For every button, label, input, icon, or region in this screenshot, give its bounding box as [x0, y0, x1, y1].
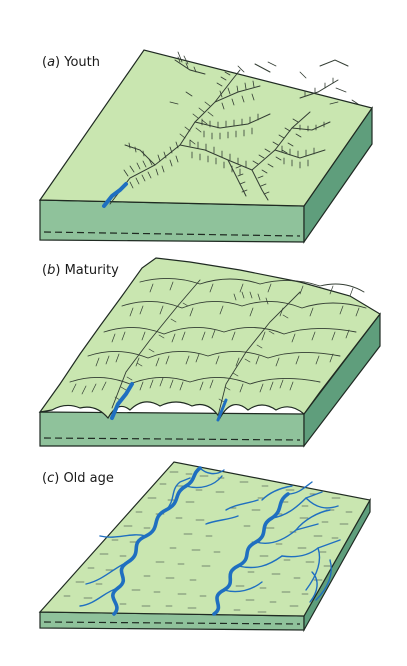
maturity-stream-left [110, 382, 134, 420]
maturity-block-front [39, 411, 305, 447]
maturity-dashed-stratum [43, 437, 301, 441]
youth-dashed-stratum [43, 231, 301, 237]
panel-youth: (a) Youth [38, 49, 373, 244]
panel-old-age-label: (c) Old age [42, 471, 114, 486]
youth-block-top [38, 49, 373, 207]
youth-valley-network [109, 51, 359, 205]
panel-maturity: (b) Maturity [38, 257, 381, 448]
maturity-ridges [69, 278, 367, 417]
maturity-block-top [38, 257, 381, 420]
panel-youth-label: (a) Youth [42, 55, 100, 70]
old-age-rivers [79, 466, 341, 616]
panel-old-age: (c) Old age [38, 461, 371, 633]
old-age-floodplain-texture [63, 471, 353, 613]
old-age-dashed-stratum [43, 621, 301, 625]
maturity-stream-right [216, 398, 228, 422]
youth-stream [102, 182, 128, 208]
old-age-tributaries [79, 467, 341, 607]
panel-maturity-label: (b) Maturity [42, 263, 119, 278]
old-age-river-right [212, 492, 290, 616]
